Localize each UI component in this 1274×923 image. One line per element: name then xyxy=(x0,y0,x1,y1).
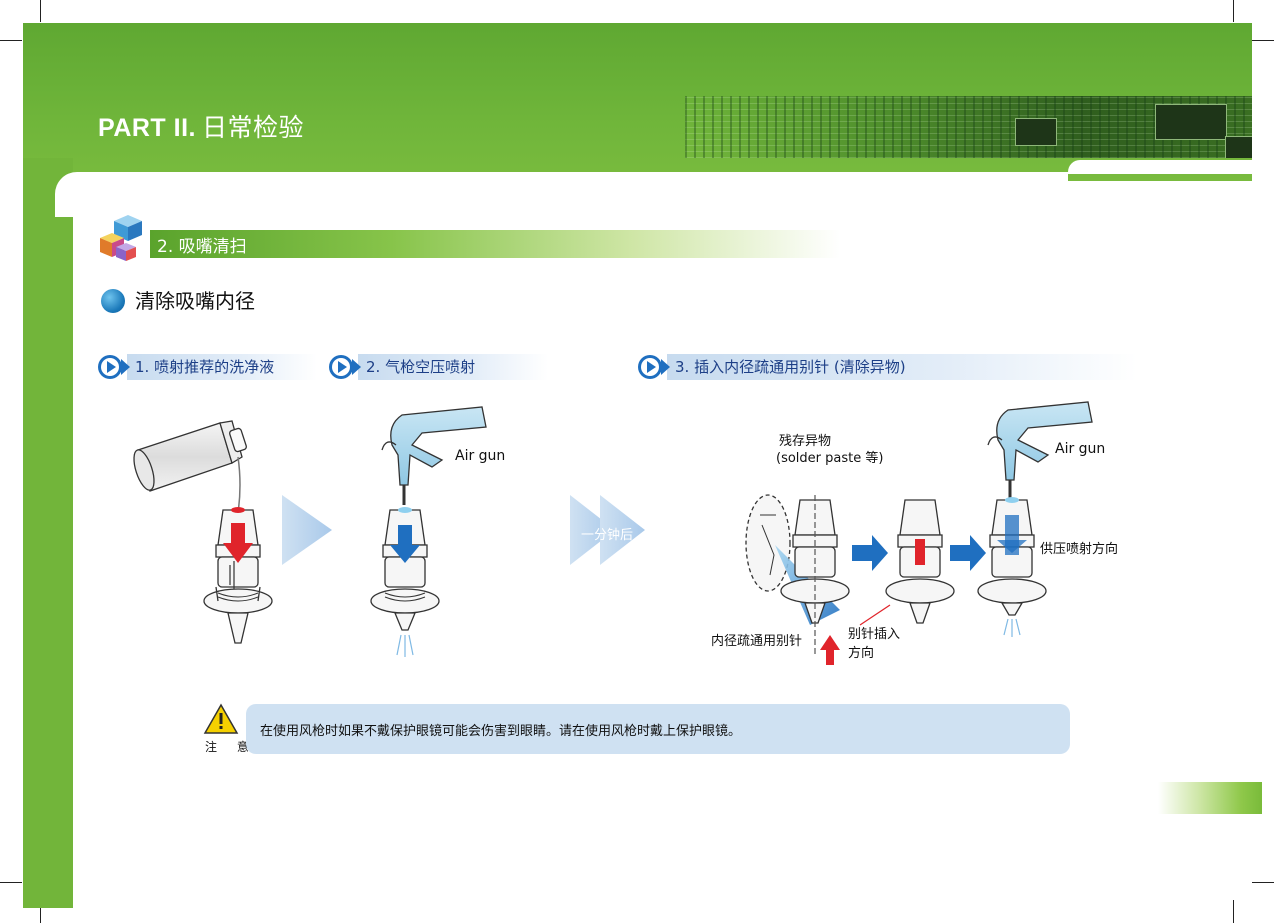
pin-label: 内径疏通用别针 xyxy=(711,630,802,649)
play-arrow-icon xyxy=(637,354,671,380)
nozzle-cleaning-illustration xyxy=(120,395,1160,685)
crop-mark xyxy=(1233,0,1234,22)
subsection-title: 清除吸嘴内径 xyxy=(135,285,255,314)
residue-label-sub: (solder paste 等) xyxy=(776,447,883,466)
air-gun-label-1: Air gun xyxy=(455,448,505,464)
spray-direction-label: 供压喷射方向 xyxy=(1040,538,1118,557)
step-2-header: 2. 气枪空压喷射 xyxy=(328,354,475,380)
nozzle-2 xyxy=(371,507,439,657)
content-panel-corner-right xyxy=(1068,160,1252,174)
wait-label: 一分钟后 xyxy=(581,524,633,543)
pin-direction-label: 别针插入 xyxy=(848,623,900,642)
nozzle-1 xyxy=(204,507,272,643)
pin-direction-label-2: 方向 xyxy=(848,642,874,661)
part-number: PART II. xyxy=(98,114,196,142)
section-title: 2. 吸嘴清扫 xyxy=(157,232,247,257)
step-3-label: 3. 插入内径疏通用别针 (清除异物) xyxy=(675,358,906,376)
left-sidebar-bar xyxy=(23,158,73,908)
next-step-arrow xyxy=(282,495,332,565)
play-arrow-icon xyxy=(328,354,362,380)
pin-up-arrow xyxy=(820,635,840,665)
crop-mark xyxy=(1233,900,1234,923)
content-panel-corner xyxy=(55,172,1068,217)
caution-text: 在使用风枪时如果不戴保护眼镜可能会伤害到眼睛。请在使用风枪时戴上保护眼镜。 xyxy=(260,720,741,739)
part-title: 日常检验 xyxy=(202,114,304,142)
bullet-icon xyxy=(101,289,125,313)
circuit-board-image xyxy=(685,96,1252,158)
crop-mark xyxy=(40,0,41,22)
step-2-label: 2. 气枪空压喷射 xyxy=(366,358,475,376)
spray-can xyxy=(130,421,247,513)
warning-icon xyxy=(203,703,239,735)
crop-mark xyxy=(1252,882,1274,883)
cubes-icon xyxy=(98,213,158,263)
next-step-arrow-blue xyxy=(950,535,986,571)
play-arrow-icon xyxy=(97,354,131,380)
crop-mark xyxy=(0,40,22,41)
page-tab xyxy=(1158,782,1262,814)
next-step-arrow-blue xyxy=(852,535,888,571)
step-1-label: 1. 喷射推荐的洗净液 xyxy=(135,358,274,376)
crop-mark xyxy=(1252,40,1274,41)
step-3-header: 3. 插入内径疏通用别针 (清除异物) xyxy=(637,354,906,380)
page-title: PART II.日常检验 xyxy=(98,108,304,144)
air-gun-label-2: Air gun xyxy=(1055,441,1105,457)
nozzle-5 xyxy=(978,497,1046,637)
section-heading-bar xyxy=(150,230,840,258)
step-1-header: 1. 喷射推荐的洗净液 xyxy=(97,354,274,380)
crop-mark xyxy=(0,882,22,883)
